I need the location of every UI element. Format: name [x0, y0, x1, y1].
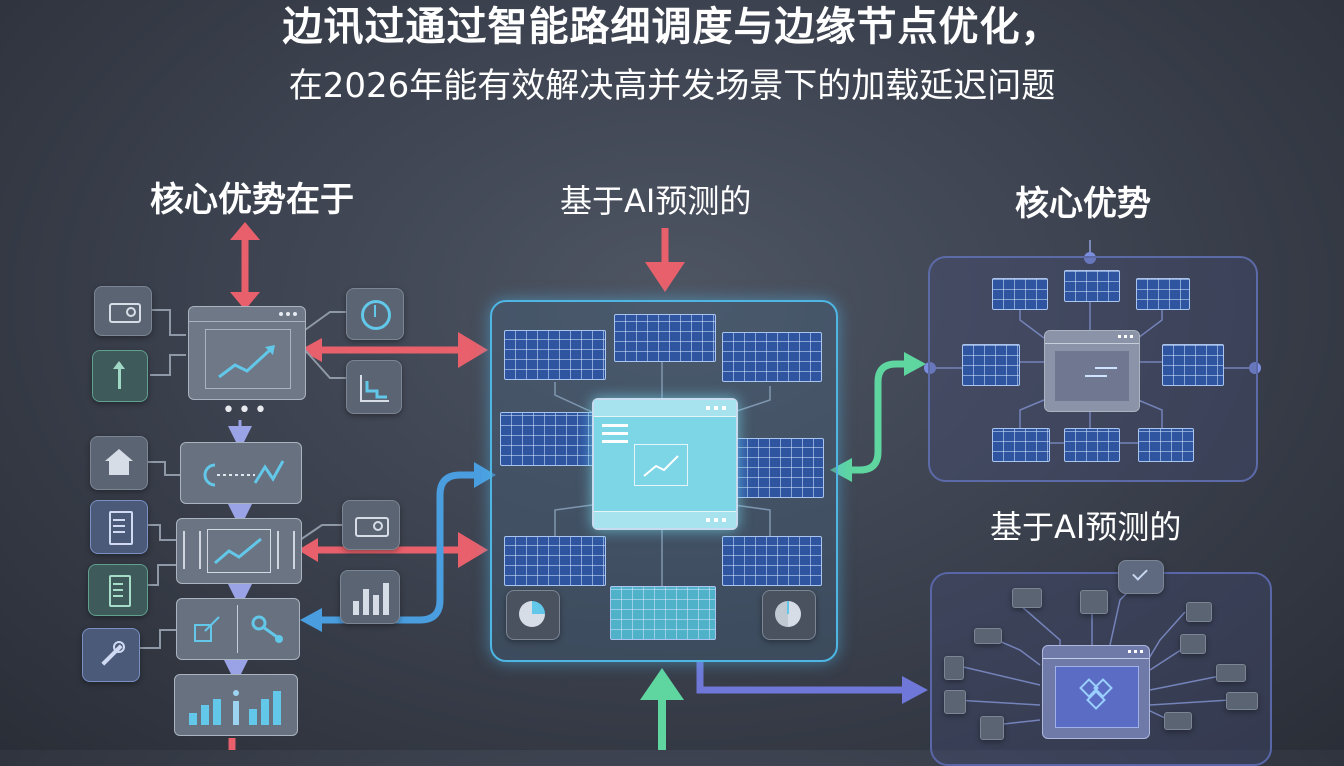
edge-panel-8[interactable]	[1138, 428, 1194, 462]
solar-panel-4[interactable]	[500, 412, 594, 466]
title-line-2: 在2026年能有效解决高并发场景下的加载延迟问题	[288, 66, 1056, 106]
edge-panel-2[interactable]	[1064, 270, 1120, 302]
device-node-8[interactable]	[944, 690, 966, 714]
pie-chart-icon[interactable]	[506, 590, 560, 640]
device-node-9[interactable]	[1226, 692, 1258, 710]
solar-panel-2[interactable]	[614, 314, 716, 362]
green-up-arrow	[640, 668, 684, 750]
document-icon[interactable]	[90, 500, 148, 554]
solar-panel-3[interactable]	[722, 332, 822, 382]
trend-chart-window[interactable]	[188, 306, 306, 400]
red-down-arrow-center	[645, 228, 685, 292]
chart-line-icon	[214, 537, 262, 565]
control-panel-node[interactable]	[176, 518, 302, 584]
left-heading: 核心优势在于	[150, 180, 354, 220]
edge-monitor-window[interactable]	[1044, 330, 1140, 412]
clock-icon[interactable]	[346, 288, 404, 340]
center-internal-connectors	[554, 362, 771, 586]
analytics-split-node[interactable]	[176, 598, 300, 660]
home-icon[interactable]	[90, 436, 148, 490]
edge-panel-5[interactable]	[1162, 344, 1224, 386]
title-line-1: 边讯过通过智能路细调度与边缘节点优化，	[282, 4, 1062, 50]
central-monitor-window[interactable]	[592, 398, 738, 530]
device-node-2[interactable]	[1080, 590, 1108, 614]
device-node-5[interactable]	[1180, 634, 1206, 654]
solar-panel-6[interactable]	[504, 536, 606, 586]
device-node-7[interactable]	[1216, 664, 1246, 682]
expand-icon	[194, 616, 220, 642]
red-double-arrow-top	[230, 222, 260, 310]
solar-panel-5[interactable]	[736, 438, 824, 498]
left-icon-connectors	[138, 309, 346, 649]
green-double-arrow	[830, 352, 926, 482]
bar-chart-icon	[189, 690, 281, 725]
device-node-10[interactable]	[980, 716, 1004, 740]
device-node-6[interactable]	[944, 656, 964, 680]
right-heading: 核心优势	[1015, 184, 1151, 224]
device-node-4[interactable]	[974, 628, 1002, 644]
edge-panel-6[interactable]	[992, 428, 1050, 462]
clipboard-icon[interactable]	[88, 564, 148, 616]
link-icon	[251, 615, 283, 643]
tool-icon[interactable]	[82, 628, 140, 682]
edge-panel-1[interactable]	[992, 278, 1048, 310]
solar-panel-8[interactable]	[610, 586, 716, 640]
left-flow-connectors	[224, 420, 252, 684]
step-chart-icon[interactable]	[346, 360, 402, 414]
device-node-3[interactable]	[1186, 602, 1212, 622]
check-icon[interactable]	[1118, 560, 1164, 594]
data-flow-icon	[203, 460, 285, 487]
step-chart-glyph	[360, 375, 389, 402]
monitor-trend-icon	[643, 455, 679, 477]
bar-chart-icon-2[interactable]	[340, 570, 400, 624]
ellipsis-dots: •••	[222, 398, 270, 423]
device-node-1[interactable]	[1012, 588, 1042, 608]
bar-chart-node[interactable]	[174, 674, 298, 736]
device-node-11[interactable]	[1164, 712, 1192, 730]
purple-arrow	[696, 660, 928, 704]
pie-chart-icon-2[interactable]	[762, 590, 816, 640]
edge-panel-4[interactable]	[962, 344, 1020, 386]
red-horizontal-arrow-top	[300, 332, 488, 368]
edge-panel-7[interactable]	[1064, 428, 1120, 462]
device-hub-window[interactable]	[1042, 645, 1150, 739]
trend-icon	[218, 345, 275, 379]
camera-icon-2[interactable]	[342, 500, 400, 550]
right-middle-heading: 基于AI预测的	[990, 508, 1182, 546]
blue-double-arrow	[300, 462, 496, 632]
edge-panel-3[interactable]	[1136, 278, 1190, 310]
upload-icon[interactable]	[92, 350, 148, 402]
cube-cluster-icon	[1079, 678, 1113, 710]
right-top-connectors	[924, 240, 1261, 444]
solar-panel-1[interactable]	[504, 330, 606, 380]
camera-icon[interactable]	[94, 286, 152, 336]
data-flow-node[interactable]	[180, 442, 302, 504]
connector-layer	[138, 222, 1261, 750]
center-heading: 基于AI预测的	[560, 182, 752, 220]
solar-panel-7[interactable]	[722, 536, 822, 586]
